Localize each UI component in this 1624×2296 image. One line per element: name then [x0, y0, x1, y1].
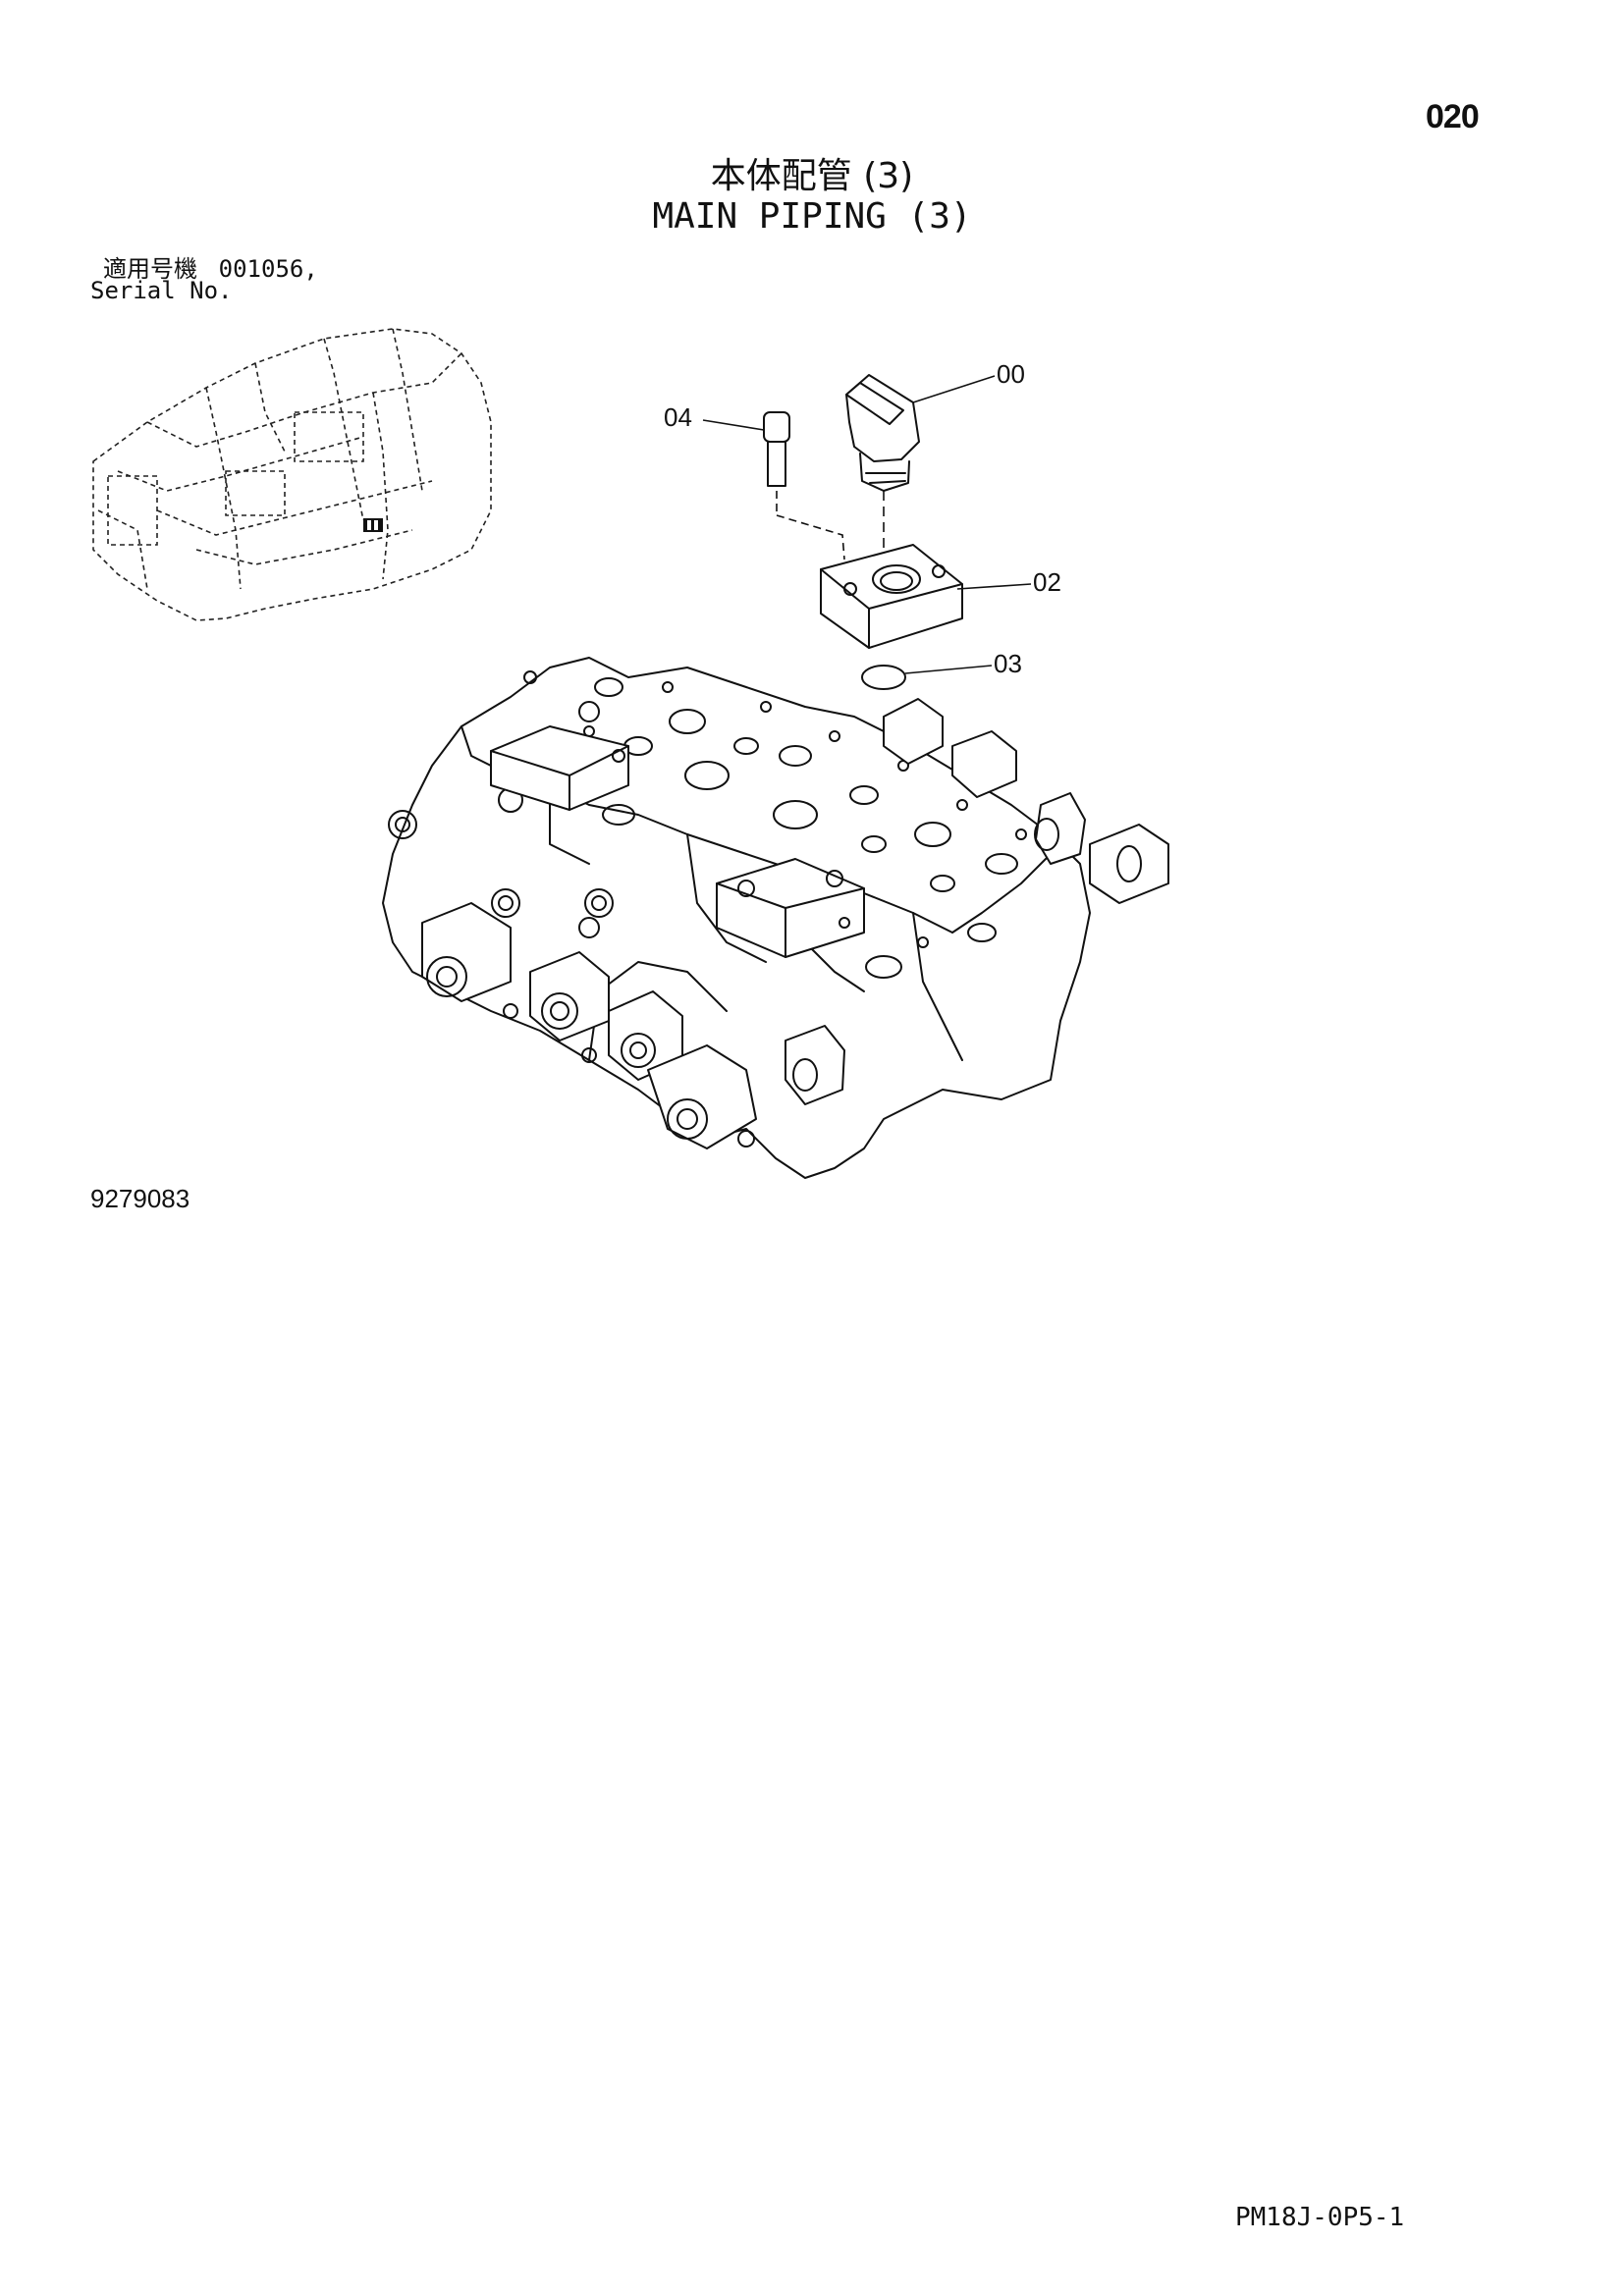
callout-03: 03: [994, 649, 1022, 678]
document-code: PM18J-0P5-1: [1235, 2203, 1405, 2232]
valve-side-ports: [883, 698, 1169, 904]
elbow-fitting-part: [845, 374, 920, 569]
valve-holes: [523, 670, 1027, 979]
page-number: 020: [1426, 98, 1480, 135]
control-valve-body: [382, 657, 1169, 1179]
callout-04: 04: [664, 402, 692, 432]
valve-spool-caps: [388, 787, 845, 1149]
callout-00: 00: [997, 359, 1025, 389]
page-title-english: MAIN PIPING (3): [652, 196, 972, 237]
flange-part: [820, 544, 963, 649]
locator-outline: [92, 328, 492, 621]
figure-number: 9279083: [90, 1184, 190, 1213]
serial-label-japanese-row: 適用号機 001056,: [103, 249, 318, 284]
o-ring-part: [861, 665, 906, 690]
page-title-japanese: 本体配管 (3): [710, 156, 914, 196]
leader-lines: [702, 375, 1032, 674]
callout-02: 02: [1033, 567, 1061, 597]
serial-label-english: Serial No.: [90, 277, 233, 304]
serial-value: 001056,: [218, 255, 318, 283]
locator-highlight: [363, 518, 383, 532]
serial-label-japanese: 適用号機: [103, 255, 197, 283]
socket-head-bolt-part: [763, 411, 845, 561]
